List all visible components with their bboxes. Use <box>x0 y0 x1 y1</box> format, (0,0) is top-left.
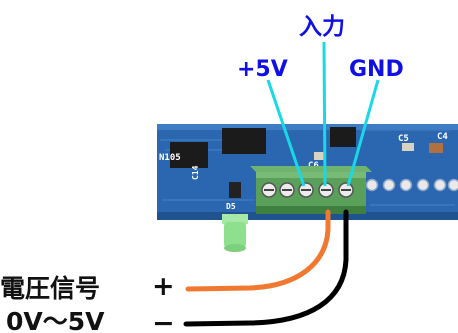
smd-c4 <box>429 143 443 153</box>
ic-chip-right <box>330 127 356 147</box>
silk-c5: C5 <box>398 134 409 144</box>
header-holes <box>365 178 458 192</box>
orange-wire <box>185 209 331 292</box>
terminal-screws <box>261 182 354 198</box>
label-voltage-signal: 電圧信号 <box>0 274 100 303</box>
label-plus5v: +5V <box>237 57 288 82</box>
smd-c6 <box>314 152 326 160</box>
silk-d5: D5 <box>226 202 236 211</box>
smd-d5 <box>229 182 241 198</box>
pointer-lines <box>266 41 380 187</box>
pointer-gnd <box>346 79 380 187</box>
silk-c4: C4 <box>437 132 448 142</box>
terminal-block <box>250 166 372 214</box>
pointer-input <box>322 41 327 187</box>
label-gnd: GND <box>349 57 404 82</box>
silk-c14: C14 <box>191 165 200 180</box>
label-voltage-range: 0V～5V <box>6 307 105 333</box>
silk-n105: N105 <box>159 153 181 163</box>
black-wire <box>183 209 349 327</box>
label-input: 入力 <box>299 14 345 40</box>
pointer-plus5v <box>266 79 306 187</box>
ic-chip-left <box>170 142 208 168</box>
label-minus-sign: − <box>152 308 175 333</box>
label-plus-sign: + <box>152 271 175 302</box>
ic-chip-middle <box>222 128 266 154</box>
smd-c5 <box>402 143 414 151</box>
green-led <box>222 214 248 252</box>
